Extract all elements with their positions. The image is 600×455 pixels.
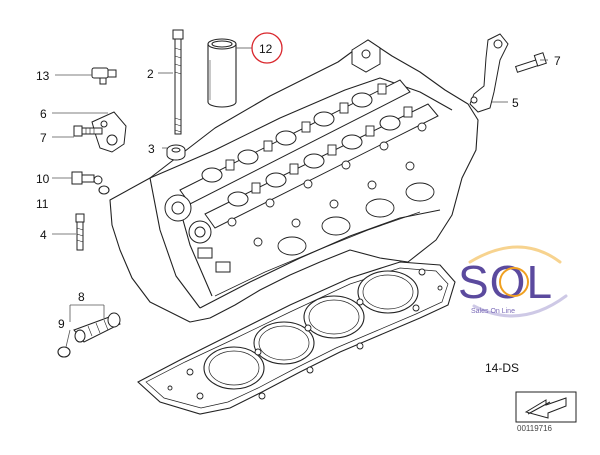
head-bolt-part-2 (172, 29, 184, 135)
callout-3: 3 (148, 142, 155, 156)
plug-part-10 (71, 171, 103, 185)
callout-7-left: 7 (40, 131, 47, 145)
lower-face-chambers (277, 182, 435, 256)
stud-part-4 (75, 213, 85, 251)
callout-6: 6 (40, 107, 47, 121)
valve-part-8 (73, 312, 121, 343)
callout-7-right: 7 (554, 54, 561, 68)
leader-lines (52, 47, 548, 348)
diagram-code: 14-DS (485, 361, 519, 375)
camshafts (179, 79, 439, 229)
rear-bracket (351, 39, 381, 73)
cam-cap-bolts (225, 83, 427, 247)
washer-part-3 (166, 144, 186, 161)
sensor-part-13 (91, 67, 117, 85)
callout-12: 12 (259, 42, 273, 56)
spark-plug-tube-part-12 (207, 38, 237, 108)
logo-swoosh (468, 245, 568, 318)
logo-tagline: Sales On Line (471, 308, 515, 315)
callout-9: 9 (58, 317, 65, 331)
bolt-part-7-right (514, 52, 547, 73)
callout-11: 11 (36, 197, 49, 211)
bracket-part-6 (91, 111, 127, 153)
logo-sun-icon (499, 267, 529, 297)
callout-5: 5 (512, 96, 519, 110)
seal-ring-part-11 (98, 185, 110, 195)
o-ring-part-9 (57, 346, 71, 358)
orientation-stamp-icon (515, 391, 577, 423)
sol-logo: SOL Sales On Line (458, 245, 568, 318)
highlight-circle (251, 32, 283, 64)
callout-2: 2 (147, 67, 154, 81)
callout-10: 10 (36, 172, 50, 186)
gasket-holes (167, 268, 443, 400)
callout-4: 4 (40, 228, 47, 242)
gasket-bores (203, 270, 419, 390)
callout-13: 13 (36, 69, 50, 83)
image-number: 00119716 (517, 424, 553, 433)
lifting-bracket-part-5 (469, 33, 509, 113)
logo-wordmark: SOL (458, 256, 553, 308)
bolt-part-7-left (73, 125, 103, 137)
callout-8: 8 (78, 290, 85, 304)
front-bosses (164, 194, 231, 273)
